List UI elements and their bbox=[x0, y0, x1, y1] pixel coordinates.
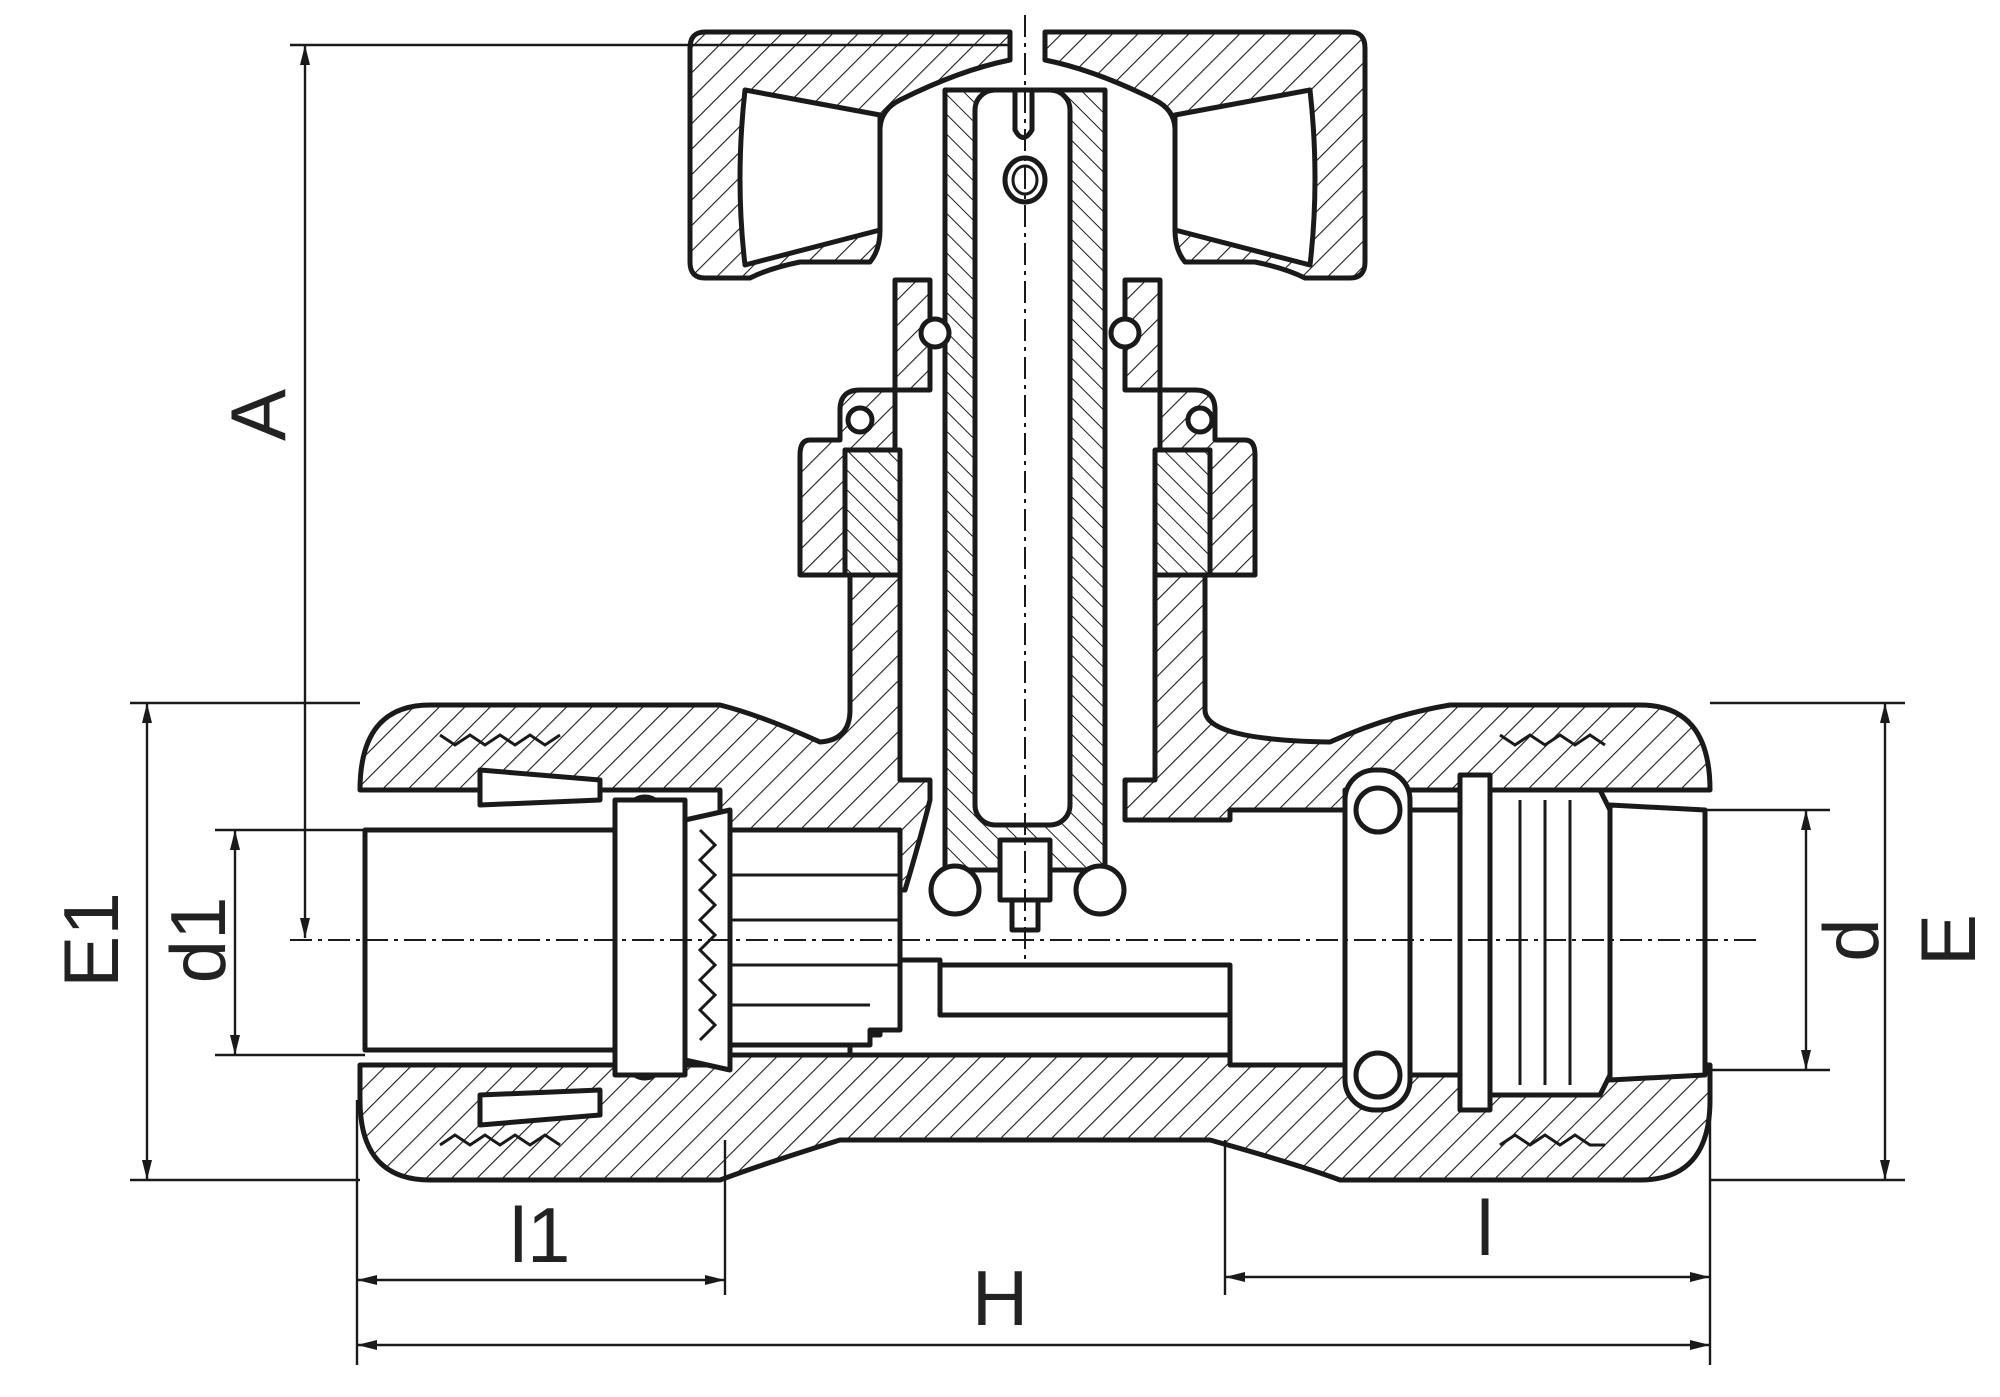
label-E1: E1 bbox=[47, 892, 135, 987]
label-l1: l1 bbox=[510, 1191, 571, 1279]
handle-wheel bbox=[687, 29, 1368, 281]
label-H: H bbox=[972, 1254, 1028, 1342]
dimension-labels: A E1 d1 d E l1 l H bbox=[47, 389, 1992, 1342]
right-connector bbox=[1342, 733, 1708, 1147]
extension-lines bbox=[130, 43, 1905, 1365]
label-A: A bbox=[214, 389, 302, 441]
label-d1: d1 bbox=[154, 897, 242, 984]
center-lines bbox=[290, 15, 1760, 960]
label-d: d bbox=[1807, 918, 1895, 961]
label-l: l bbox=[1476, 1184, 1493, 1272]
label-E: E bbox=[1904, 914, 1992, 966]
dimension-lines bbox=[142, 45, 1890, 1350]
